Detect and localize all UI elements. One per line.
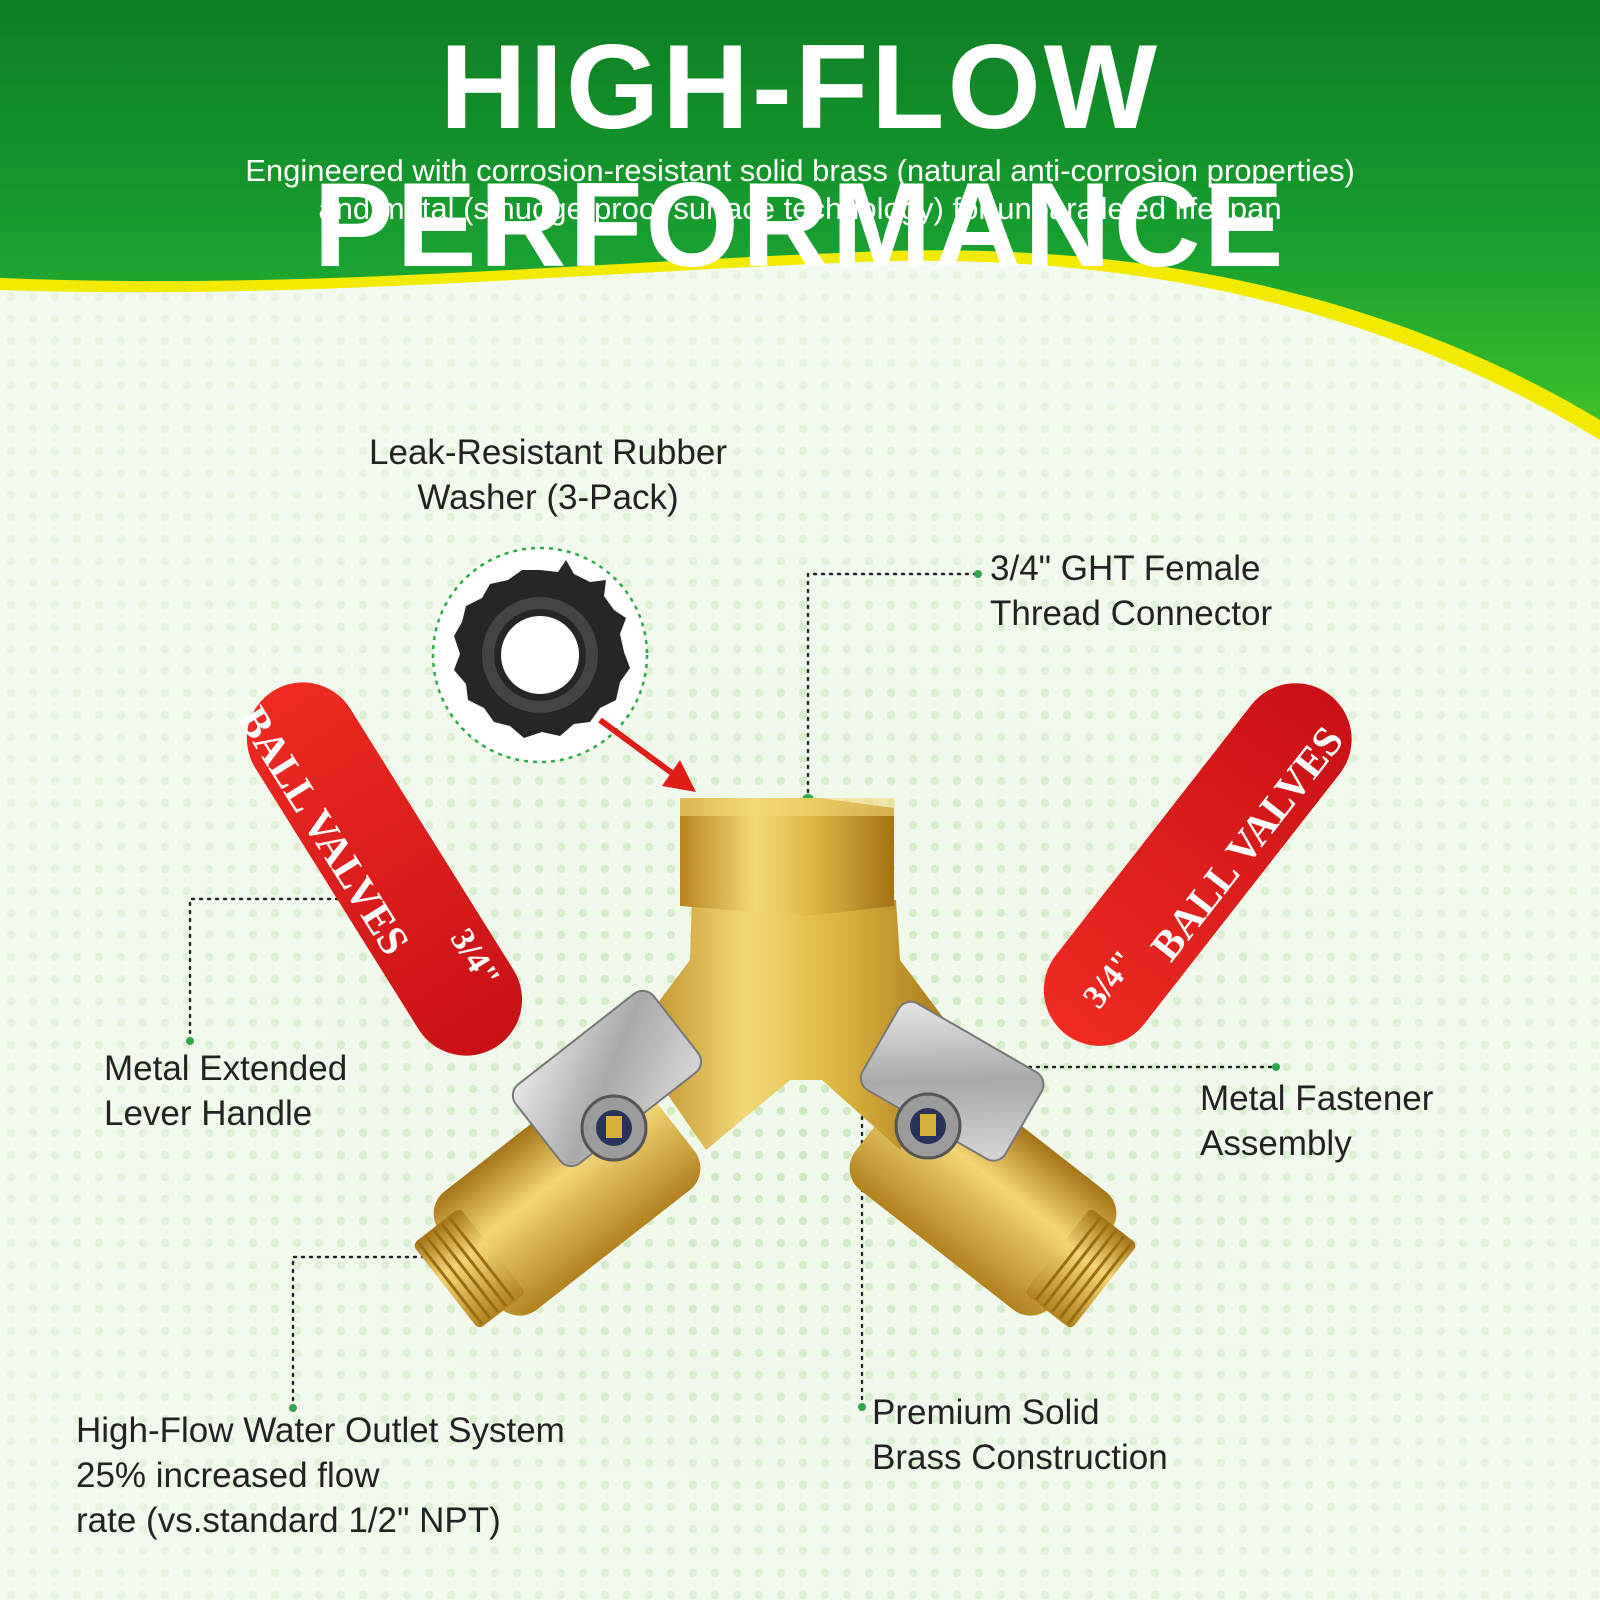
brass-callout-line-1: Premium Solid <box>872 1393 1100 1432</box>
connector-leader <box>806 572 977 802</box>
header-banner <box>0 0 1600 420</box>
lever-callout-line-1: Metal Extended <box>104 1049 348 1088</box>
lever-callout-line-2: Lever Handle <box>104 1094 313 1133</box>
connector-callout-line-2: Thread Connector <box>990 594 1273 633</box>
page-subtitle: Engineered with corrosion-resistant soli… <box>60 152 1540 228</box>
female-connector <box>680 798 894 916</box>
lever-callout: Metal Extended Lever Handle <box>104 1046 347 1136</box>
brass-callout: Premium Solid Brass Construction <box>872 1390 1168 1480</box>
fastener-callout-line-1: Metal Fastener <box>1200 1079 1434 1118</box>
outlet-callout: High-Flow Water Outlet System 25% increa… <box>76 1408 565 1543</box>
outlet-callout-line-1: High-Flow Water Outlet System <box>76 1411 565 1450</box>
page-title: HIGH-FLOW PERFORMANCE <box>313 20 1287 292</box>
connector-dot-end <box>974 570 982 578</box>
subtitle-line-1: Engineered with corrosion-resistant soli… <box>245 153 1355 188</box>
outlet-callout-line-2: 25% increased flow <box>76 1456 380 1495</box>
washer-hole <box>502 617 578 693</box>
subtitle-line-2: and metal (smudge-proof surface technolo… <box>318 191 1282 226</box>
left-lever-handle <box>246 682 523 1056</box>
washer-inset <box>431 546 649 764</box>
washer-callout-line-2: Washer (3-Pack) <box>417 478 679 517</box>
right-lever-handle <box>1043 683 1352 1046</box>
washer-inner-ring <box>482 597 598 713</box>
outlet-leader <box>291 1255 464 1410</box>
washer-callout-line-1: Leak-Resistant Rubber <box>369 433 727 472</box>
right-fastener <box>894 1092 962 1160</box>
fastener-callout-line-2: Assembly <box>1200 1124 1352 1163</box>
connector-callout: 3/4" GHT Female Thread Connector <box>990 546 1272 636</box>
fastener-dot-end <box>1272 1063 1280 1071</box>
lever-dot-end <box>186 1037 194 1045</box>
fastener-callout: Metal Fastener Assembly <box>1200 1076 1433 1166</box>
outlet-dot-end <box>289 1404 297 1412</box>
lever-leader <box>188 897 362 1043</box>
washer-callout: Leak-Resistant Rubber Washer (3-Pack) <box>318 430 778 520</box>
brass-callout-line-2: Brass Construction <box>872 1438 1168 1477</box>
brass-dot-end <box>858 1403 866 1411</box>
outlet-callout-line-3: rate (vs.standard 1/2" NPT) <box>76 1501 501 1540</box>
arrow-icon <box>598 717 696 792</box>
left-fastener <box>580 1094 648 1162</box>
connector-callout-line-1: 3/4" GHT Female <box>990 549 1261 588</box>
